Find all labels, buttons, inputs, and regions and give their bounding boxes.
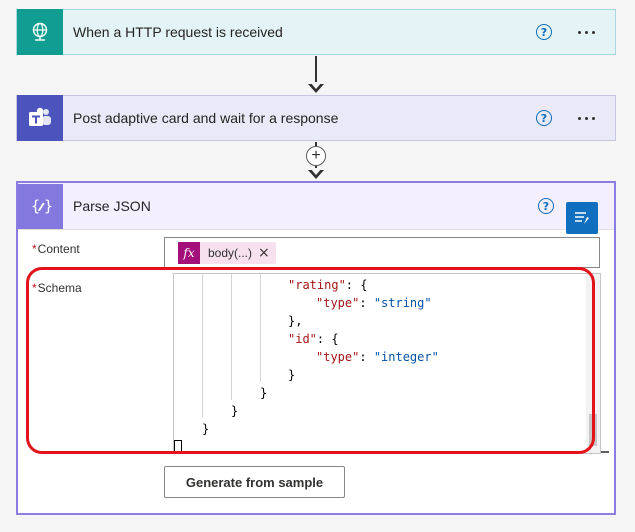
generate-from-sample-button[interactable]: Generate from sample: [164, 466, 345, 498]
indent-guide: [202, 274, 203, 418]
required-marker: *: [32, 281, 37, 295]
code-punctuation: }: [202, 422, 210, 436]
content-input[interactable]: fx body(...) ×: [164, 237, 600, 268]
code-key: "id": [288, 332, 317, 346]
help-icon[interactable]: ?: [536, 110, 552, 126]
code-line: }: [288, 366, 295, 384]
http-trigger-card[interactable]: When a HTTP request is received ?: [16, 9, 616, 55]
token-label: body(...): [208, 245, 253, 260]
parse-json-header[interactable]: { } Parse JSON ?: [18, 183, 614, 230]
text-cursor: [174, 440, 182, 453]
code-string-value: "string": [373, 296, 432, 310]
teams-icon: [17, 95, 63, 141]
arrow-down-icon: [308, 168, 324, 179]
scrollbar-thumb[interactable]: [589, 414, 597, 446]
add-step-button[interactable]: +: [306, 146, 326, 166]
code-punctuation: }: [260, 386, 268, 400]
code-line: "id": {: [288, 330, 339, 348]
braces-icon: { }: [18, 183, 63, 229]
arrow-down-icon: [308, 82, 324, 93]
code-line: }: [231, 402, 238, 420]
indent-guide: [231, 274, 232, 400]
code-line: "rating": {: [288, 276, 367, 294]
http-trigger-title: When a HTTP request is received: [73, 24, 283, 40]
code-punctuation: : {: [345, 278, 368, 292]
code-punctuation: :: [359, 296, 374, 310]
schema-label: *Schema: [32, 281, 82, 295]
code-key: "type": [316, 296, 360, 310]
svg-text:{: {: [31, 197, 40, 215]
body-token[interactable]: fx body(...) ×: [178, 241, 276, 264]
code-line: },: [288, 312, 302, 330]
content-label: *Content: [32, 242, 80, 256]
schema-editor[interactable]: "rating": {"type": "string"},"id": {"typ…: [173, 273, 601, 454]
dynamic-content-icon[interactable]: [566, 202, 598, 234]
code-punctuation: }: [288, 368, 296, 382]
indent-guide: [260, 274, 261, 382]
code-punctuation: },: [288, 314, 303, 328]
code-punctuation: :: [359, 350, 374, 364]
flow-connector: [315, 56, 317, 90]
code-punctuation: : {: [316, 332, 339, 346]
code-string-value: "integer": [373, 350, 439, 364]
code-line: "type": "string": [316, 294, 432, 312]
more-options-icon[interactable]: [578, 30, 602, 34]
schema-label-text: Schema: [37, 281, 82, 295]
code-key: "rating": [288, 278, 346, 292]
teams-action-card[interactable]: Post adaptive card and wait for a respon…: [16, 95, 616, 141]
expression-icon: fx: [178, 241, 200, 264]
content-label-text: Content: [37, 242, 80, 256]
code-line: }: [260, 384, 267, 402]
help-icon[interactable]: ?: [538, 198, 554, 214]
required-marker: *: [32, 242, 37, 256]
resize-grip-icon[interactable]: [601, 447, 609, 453]
editor-scrollbar[interactable]: [586, 274, 600, 453]
svg-text:}: }: [44, 197, 52, 215]
code-punctuation: }: [231, 404, 239, 418]
globe-icon: [17, 9, 63, 55]
code-key: "type": [316, 350, 360, 364]
more-options-icon[interactable]: [578, 116, 602, 120]
help-icon[interactable]: ?: [536, 24, 552, 40]
code-line: "type": "integer": [316, 348, 439, 366]
parse-json-title: Parse JSON: [73, 198, 151, 214]
teams-action-title: Post adaptive card and wait for a respon…: [73, 110, 339, 126]
code-line: }: [202, 420, 209, 438]
remove-token-icon[interactable]: ×: [258, 244, 270, 261]
parse-json-card: { } Parse JSON ? *Content fx body(...) ×…: [16, 181, 616, 515]
